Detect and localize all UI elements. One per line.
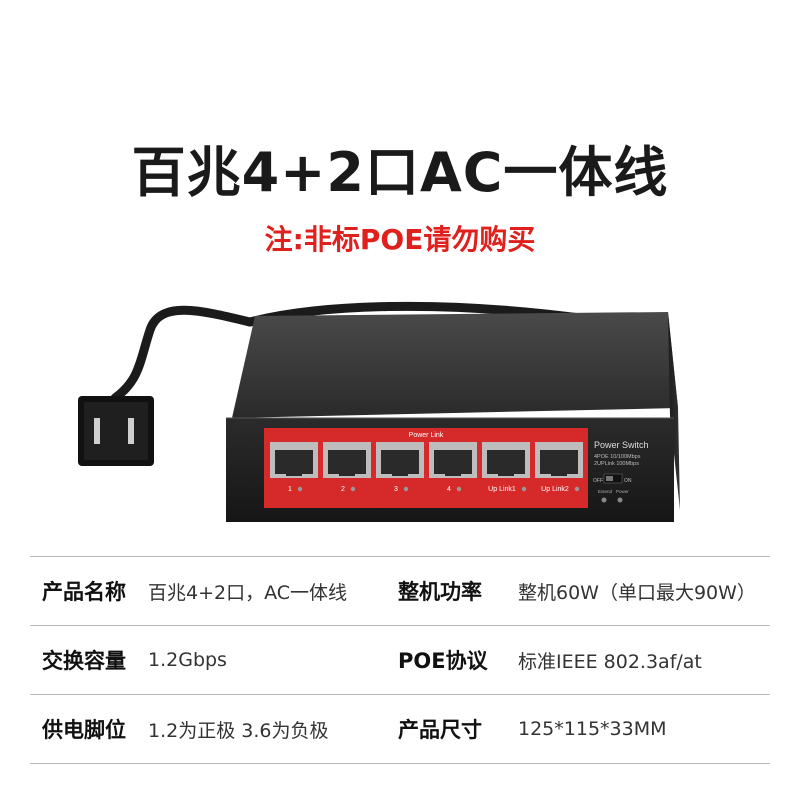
port-led (521, 486, 527, 492)
spec-row: 产品名称 百兆4+2口，AC一体线 整机功率 整机60W（单口最大90W） (30, 557, 770, 626)
power-cable (110, 305, 255, 403)
spec-key: 产品尺寸 (398, 718, 482, 742)
switch-off-label: OFF (593, 478, 603, 484)
port-led (456, 486, 462, 492)
page-title: 百兆4+2口AC一体线 (131, 141, 669, 204)
port-label: 2 (341, 486, 345, 493)
port-label: 1 (288, 486, 292, 493)
port-led (350, 486, 356, 492)
ethernet-port: 2 (323, 442, 371, 493)
spec-value: 百兆4+2口，AC一体线 (148, 581, 348, 604)
spec-line-2: 2UPLink 100Mbps (594, 461, 639, 467)
port-led (297, 486, 303, 492)
spec-value: 整机60W（单口最大90W） (518, 581, 756, 604)
port-label: Up Link1 (488, 486, 516, 493)
spec-key: POE协议 (398, 649, 488, 673)
spec-key: 产品名称 (42, 580, 126, 604)
power-plug (78, 396, 154, 466)
product-image: Power Link 1 2 3 4 Up Link1 Up Link2 Power Sw… (0, 290, 800, 550)
extend-label: Extend (598, 489, 613, 494)
ethernet-port: 4 (429, 442, 477, 493)
spec-key: 供电脚位 (42, 718, 126, 742)
notice-text: 注:非标POE请勿购买 (264, 223, 536, 256)
spec-value: 1.2Gbps (148, 649, 227, 671)
power-led (617, 497, 623, 503)
brand-label: Power Switch (594, 440, 649, 450)
extend-led (601, 497, 607, 503)
port-label: 3 (394, 486, 398, 493)
ethernet-port: 1 (270, 442, 318, 493)
switch-illustration: Power Link 1 2 3 4 Up Link1 Up Link2 Power Sw… (78, 301, 680, 522)
ethernet-port: Up Link2 (535, 442, 583, 493)
spec-table: 产品名称 百兆4+2口，AC一体线 整机功率 整机60W（单口最大90W） 交换… (30, 556, 770, 764)
port-led (574, 486, 580, 492)
spec-value: 标准IEEE 802.3af/at (518, 650, 702, 673)
ethernet-port: 3 (376, 442, 424, 493)
spec-key: 交换容量 (42, 649, 126, 673)
power-link-label: Power Link (409, 432, 444, 439)
spec-row: 交换容量 1.2Gbps POE协议 标准IEEE 802.3af/at (30, 626, 770, 695)
switch-on-label: ON (624, 478, 632, 484)
spec-row: 供电脚位 1.2为正极 3.6为负极 产品尺寸 125*115*33MM (30, 695, 770, 764)
spec-value: 1.2为正极 3.6为负极 (148, 719, 329, 742)
spec-line-1: 4POE 10/100Mbps (594, 454, 641, 460)
port-led (403, 486, 409, 492)
ethernet-port: Up Link1 (482, 442, 530, 493)
port-label: 4 (447, 486, 451, 493)
port-label: Up Link2 (541, 486, 569, 493)
spec-key: 整机功率 (398, 580, 482, 604)
spec-value: 125*115*33MM (518, 718, 667, 740)
power-label: Power (616, 489, 629, 494)
